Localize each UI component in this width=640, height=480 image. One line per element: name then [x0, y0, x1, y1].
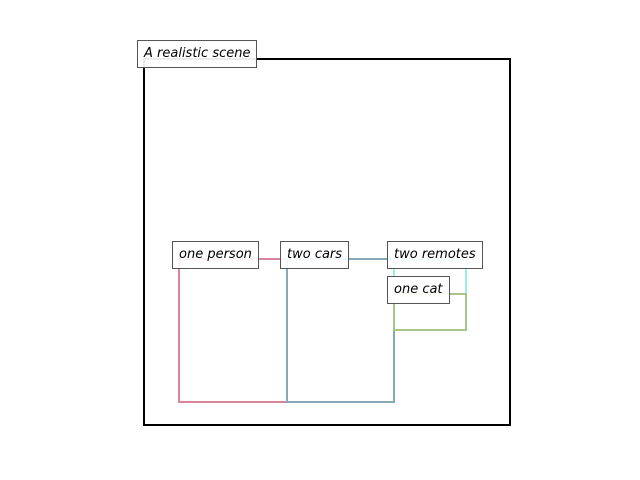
- region-label-remotes: two remotes: [387, 241, 483, 269]
- region-box-person: [178, 258, 288, 403]
- scene-frame: [143, 58, 511, 426]
- region-label-cat: one cat: [387, 276, 450, 304]
- region-label-cars: two cars: [280, 241, 350, 269]
- scene-caption: A realistic scene: [137, 40, 258, 68]
- region-label-person: one person: [172, 241, 259, 269]
- region-box-cars: [286, 258, 395, 403]
